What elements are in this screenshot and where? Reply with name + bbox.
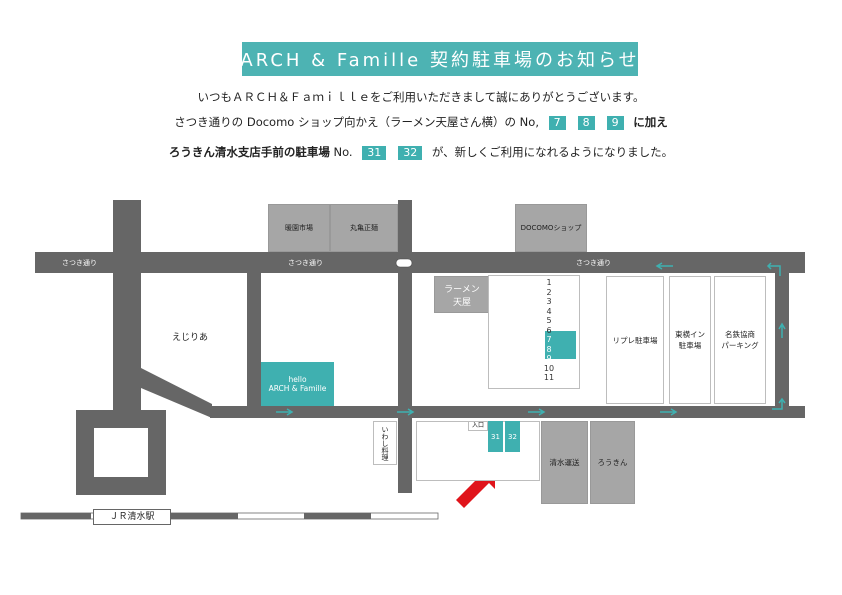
new-slot: 32 bbox=[505, 421, 520, 452]
spot-tag: 32 bbox=[398, 146, 423, 160]
road-lower bbox=[210, 406, 805, 418]
slot: 10 bbox=[543, 363, 555, 373]
street-label: さつき通り bbox=[62, 259, 97, 267]
shop-arch-famille: hello ARCH & Famille bbox=[261, 362, 334, 406]
slot: 2 bbox=[546, 287, 552, 297]
slot: 5 bbox=[546, 316, 552, 325]
building-iwashi: いわし料理 bbox=[373, 421, 397, 465]
slot-list: 1 2 3 4 5 6 7 8 9 10 11 bbox=[489, 278, 579, 383]
building-ramen-tenya: ラーメン 天屋 bbox=[434, 276, 490, 313]
station-jr-shimizu: ＪＲ清水駅 bbox=[93, 509, 171, 525]
slot: 4 bbox=[546, 306, 552, 316]
slot: 8 bbox=[546, 344, 552, 354]
arrow-turn-icon bbox=[766, 262, 781, 276]
highlight-slots bbox=[545, 331, 576, 359]
arrow-right-icon bbox=[397, 408, 415, 416]
new-slot: 31 bbox=[488, 421, 503, 452]
building-roukin: ろうきん bbox=[590, 421, 635, 504]
road-vertical-center bbox=[398, 200, 412, 493]
arrow-right-icon bbox=[528, 408, 546, 416]
diagonal-road bbox=[141, 368, 212, 418]
spot-tag: 31 bbox=[362, 146, 387, 160]
slot: 6 bbox=[546, 325, 552, 335]
arrow-right-icon bbox=[660, 408, 678, 416]
rail-segment bbox=[304, 513, 371, 519]
road-vertical-right bbox=[775, 273, 789, 408]
notice-line-1: いつもＡＲＣＨ＆Ｆａｍｉｌｌｅをご利用いただきまして誠にありがとうございます。 bbox=[197, 90, 645, 104]
building-docomo: DOCOMOショップ bbox=[515, 204, 587, 252]
rail-segment bbox=[170, 513, 238, 519]
slot: 1 bbox=[546, 278, 552, 287]
parking-ripure: リプレ駐車場 bbox=[606, 276, 664, 404]
slot: 11 bbox=[543, 373, 555, 382]
arrow-turn-icon bbox=[772, 397, 786, 410]
building-marukame: 丸亀正麺 bbox=[330, 204, 398, 252]
arrow-up-icon bbox=[778, 322, 786, 338]
spot-tag: 9 bbox=[606, 116, 624, 130]
parking-lot-main: 1 2 3 4 5 6 7 8 9 10 11 bbox=[488, 275, 580, 389]
spot-tag: 8 bbox=[577, 116, 595, 130]
arrow-left-icon bbox=[655, 262, 673, 270]
building-shimizu-unso: 清水運送 bbox=[541, 421, 588, 504]
parking-entrance: 入口 bbox=[468, 421, 488, 431]
street-label: さつき通り bbox=[288, 259, 323, 267]
road-vertical-left bbox=[113, 200, 141, 410]
label-ejiria: えじりあ bbox=[172, 333, 209, 343]
loop-center bbox=[94, 428, 148, 477]
direction-arrows bbox=[276, 262, 786, 416]
spot-tag: 7 bbox=[548, 116, 566, 130]
parking-toyoko-inn: 東横イン 駐車場 bbox=[669, 276, 711, 404]
road-vertical-mid bbox=[247, 273, 261, 408]
arrow-right-icon bbox=[276, 408, 294, 416]
building-shuuhan: 暖園市場 bbox=[268, 204, 330, 252]
crossing-marker bbox=[395, 258, 413, 268]
slot: 3 bbox=[546, 297, 552, 306]
notice-title: ARCH & Famille 契約駐車場のお知らせ bbox=[240, 42, 638, 76]
slot: 9 bbox=[546, 354, 552, 363]
street-label: さつき通り bbox=[576, 259, 611, 267]
rail-segment bbox=[21, 513, 91, 519]
parking-meitetsu: 名鉄協商 パーキング bbox=[714, 276, 766, 404]
satsuki-street bbox=[35, 252, 805, 273]
slot: 7 bbox=[546, 335, 552, 344]
